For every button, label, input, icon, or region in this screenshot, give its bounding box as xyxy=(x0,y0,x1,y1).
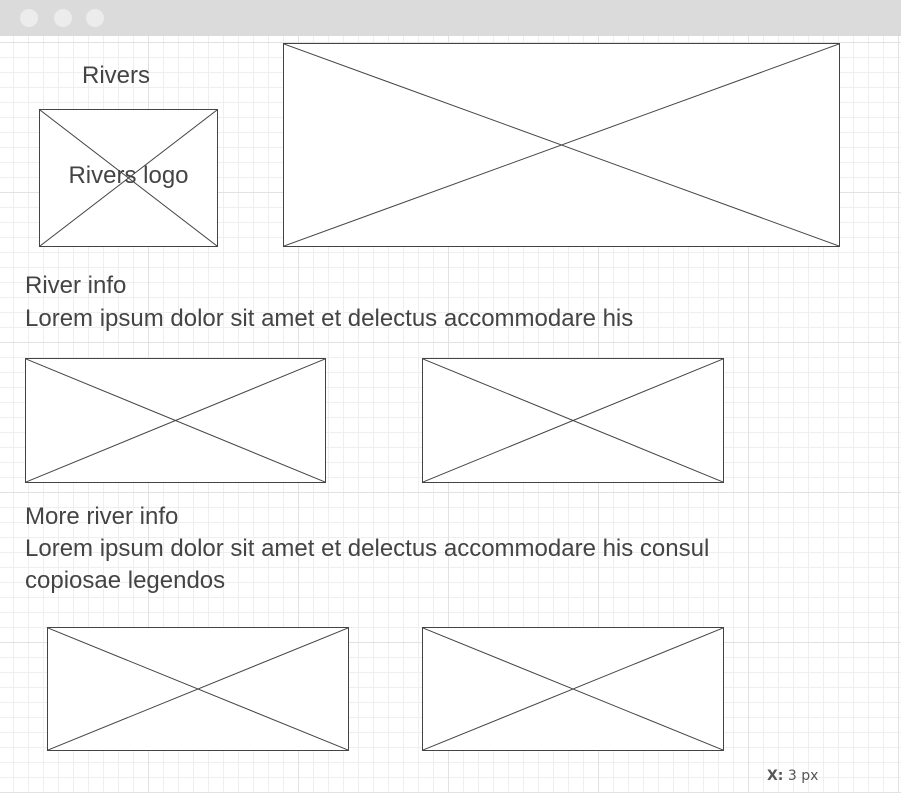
placeholder-cross-icon xyxy=(284,44,839,246)
placeholder-cross-icon xyxy=(423,359,723,482)
window-dot-3 xyxy=(86,9,104,27)
readout-label: X: xyxy=(767,768,784,784)
window-titlebar xyxy=(0,0,901,36)
section-body-more-river-info-line2: copiosae legendos xyxy=(25,567,226,594)
window-dot-1 xyxy=(20,9,38,27)
image-placeholder-1[interactable] xyxy=(25,358,326,483)
placeholder-cross-icon xyxy=(48,628,348,750)
window-dot-2 xyxy=(54,9,72,27)
section-body-more-river-info-line1: Lorem ipsum dolor sit amet et delectus a… xyxy=(25,535,710,562)
section-body-river-info: Lorem ipsum dolor sit amet et delectus a… xyxy=(25,305,634,332)
section-heading-river-info: River info xyxy=(25,272,127,299)
logo-image-placeholder[interactable] xyxy=(39,109,218,247)
readout-value: 3 px xyxy=(787,768,819,784)
hero-image-placeholder[interactable] xyxy=(283,43,840,247)
placeholder-cross-icon xyxy=(423,628,723,750)
coordinate-readout: X: 3 px xyxy=(767,768,818,784)
logo-label: Rivers logo xyxy=(68,162,189,189)
placeholder-cross-icon xyxy=(40,110,217,246)
image-placeholder-2[interactable] xyxy=(422,358,724,483)
section-heading-more-river-info: More river info xyxy=(25,503,179,530)
image-placeholder-3[interactable] xyxy=(47,627,349,751)
image-placeholder-4[interactable] xyxy=(422,627,724,751)
page-title: Rivers xyxy=(82,62,151,89)
placeholder-cross-icon xyxy=(26,359,325,482)
